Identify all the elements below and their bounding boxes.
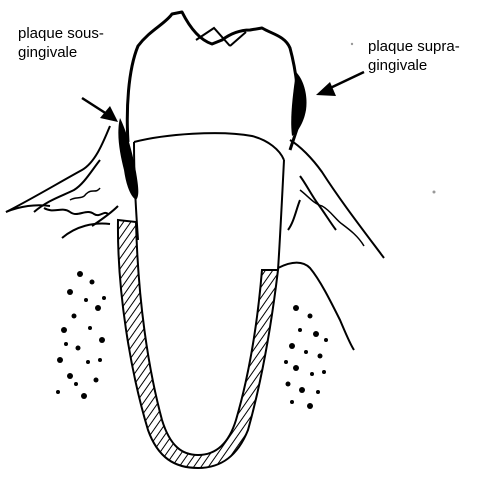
arrow-supragingival: [316, 72, 364, 96]
stray-mark: [433, 191, 436, 194]
gingiva-left: [6, 126, 118, 226]
supragingival-plaque: [291, 72, 306, 136]
alveolar-bone-right: [284, 305, 328, 409]
label-subgingival-line1: plaque sous-: [18, 24, 104, 43]
bone-crest-left: [62, 224, 110, 238]
stray-mark: [351, 43, 353, 45]
label-subgingival-line2: gingivale: [18, 43, 104, 62]
alveolar-bone-left: [56, 271, 106, 399]
label-supragingival-line1: plaque supra-: [368, 37, 460, 56]
tooth-root: [134, 142, 284, 270]
arrow-subgingival: [82, 98, 118, 122]
label-subgingival-plaque: plaque sous- gingivale: [18, 24, 104, 62]
root-cementum-band: [118, 220, 278, 468]
label-supragingival-line2: gingivale: [368, 56, 460, 75]
gingiva-right: [278, 140, 384, 350]
label-supragingival-plaque: plaque supra- gingivale: [368, 37, 460, 75]
cemento-enamel-junction: [134, 133, 284, 160]
tooth-crown: [127, 12, 298, 150]
